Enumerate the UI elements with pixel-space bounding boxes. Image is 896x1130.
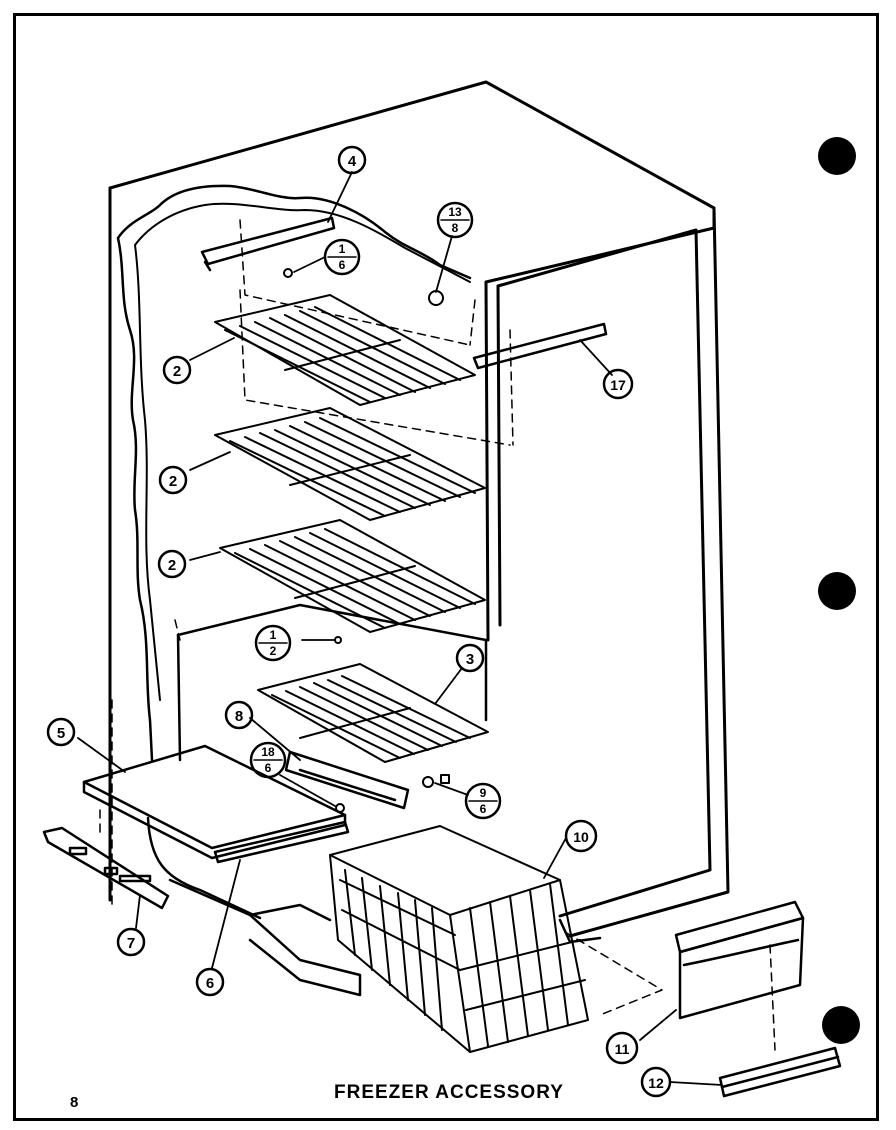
callout-10: 10 bbox=[564, 819, 598, 853]
wire-shelf-top bbox=[214, 294, 476, 406]
callout-1-2: 1 2 bbox=[254, 624, 292, 662]
callout-8: 8 bbox=[224, 700, 254, 730]
callout-sublabel: 2 bbox=[270, 644, 277, 658]
grille-clip bbox=[718, 1046, 842, 1098]
callout-label: 2 bbox=[168, 557, 176, 574]
callout-label: 10 bbox=[573, 829, 589, 845]
callout-label: 7 bbox=[127, 935, 135, 952]
callout-13-8: 13 8 bbox=[436, 201, 474, 239]
callout-12: 12 bbox=[640, 1066, 672, 1098]
control-panel bbox=[42, 826, 170, 910]
callout-2b: 2 bbox=[158, 465, 188, 495]
callout-label: 11 bbox=[615, 1041, 630, 1057]
crisper-cover bbox=[82, 744, 347, 920]
callout-label: 18 bbox=[261, 745, 275, 759]
hidden-lines bbox=[99, 219, 776, 1051]
callout-label: 12 bbox=[648, 1075, 664, 1091]
page-number: 8 bbox=[70, 1094, 79, 1111]
page-border bbox=[13, 13, 879, 1121]
callout-label: 9 bbox=[480, 786, 487, 800]
callout-7: 7 bbox=[116, 927, 146, 957]
callout-3: 3 bbox=[455, 643, 485, 673]
liner-cutaway-edge bbox=[116, 184, 472, 762]
callout-label: 2 bbox=[173, 363, 181, 380]
callout-sublabel: 8 bbox=[452, 221, 459, 235]
shelf-rail-top bbox=[200, 216, 336, 272]
lower-compartment bbox=[168, 603, 602, 997]
callout-label: 2 bbox=[169, 473, 177, 490]
callout-label: 1 bbox=[339, 242, 346, 256]
callout-label: 17 bbox=[610, 377, 626, 393]
callout-label: 8 bbox=[235, 708, 243, 725]
binder-hole-middle bbox=[818, 572, 856, 610]
callout-label: 3 bbox=[466, 651, 474, 668]
basket bbox=[329, 825, 589, 1053]
binder-hole-top bbox=[818, 137, 856, 175]
diagram-title: FREEZER ACCESSORY bbox=[334, 1082, 564, 1103]
callout-label: 13 bbox=[448, 205, 462, 219]
callout-sublabel: 6 bbox=[265, 761, 272, 775]
callout-label: 5 bbox=[57, 725, 65, 742]
callout-label: 4 bbox=[348, 153, 357, 170]
liner-inner-edge bbox=[134, 202, 471, 701]
callout-9-6: 9 6 bbox=[464, 782, 502, 820]
wire-shelf-lower bbox=[219, 519, 486, 633]
callout-label: 1 bbox=[270, 628, 277, 642]
basket-rail bbox=[284, 750, 410, 810]
callout-18-6: 18 6 bbox=[249, 741, 287, 779]
callout-11: 11 bbox=[605, 1031, 639, 1065]
small-hardware bbox=[283, 268, 450, 813]
callout-2c: 2 bbox=[157, 549, 187, 579]
leader-lines bbox=[77, 171, 723, 1086]
callout-sublabel: 6 bbox=[480, 802, 487, 816]
callout-5: 5 bbox=[46, 717, 76, 747]
rail-right bbox=[472, 322, 608, 370]
callout-6: 6 bbox=[195, 967, 225, 997]
toe-grille bbox=[674, 900, 805, 1020]
callout-label: 6 bbox=[206, 975, 214, 992]
callout-sublabel: 6 bbox=[339, 258, 346, 272]
callout-2a: 2 bbox=[162, 355, 192, 385]
callout-1-6: 1 6 bbox=[323, 238, 361, 276]
callout-4: 4 bbox=[337, 145, 367, 175]
small-wire-shelf bbox=[257, 663, 489, 763]
cabinet-outline bbox=[108, 80, 730, 938]
cover-support bbox=[213, 820, 350, 864]
binder-hole-bottom bbox=[822, 1006, 860, 1044]
wire-shelf-middle bbox=[214, 407, 486, 521]
callout-17: 17 bbox=[602, 368, 634, 400]
